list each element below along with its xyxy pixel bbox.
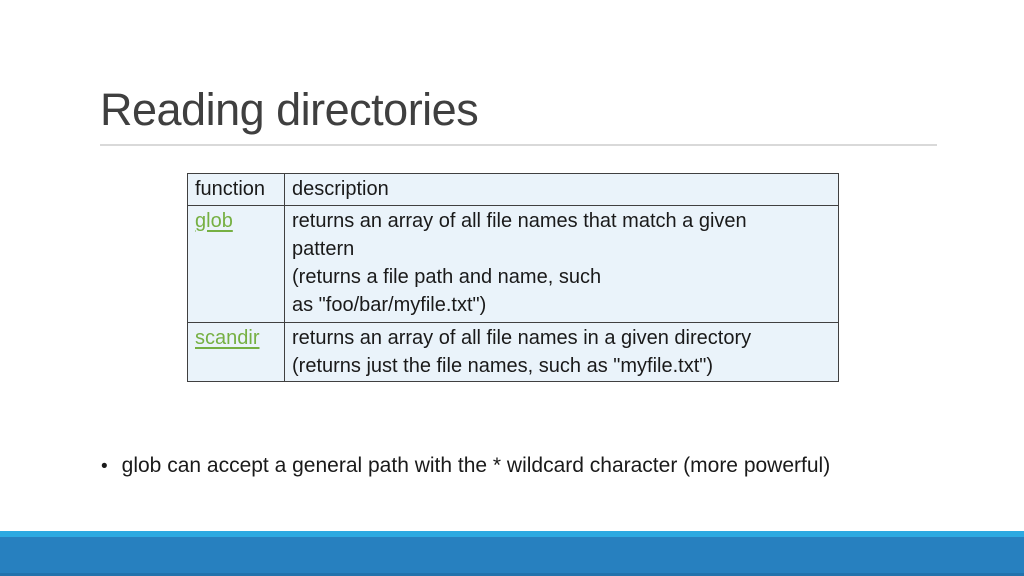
column-header-function: function — [187, 173, 285, 206]
column-header-description: description — [284, 173, 839, 206]
bullet-text: glob can accept a general path with the … — [121, 454, 831, 477]
function-table: function description glob returns an arr… — [187, 173, 839, 382]
table-header-row: function description — [187, 173, 839, 206]
bullet-item: • glob can accept a general path with th… — [101, 452, 981, 480]
description-cell-scandir: returns an array of all file names in a … — [284, 322, 839, 382]
footer-accent-strip — [0, 531, 1024, 537]
description-cell-glob: returns an array of all file names that … — [284, 205, 839, 323]
function-cell-scandir: scandir — [187, 322, 285, 382]
footer-band — [0, 537, 1024, 576]
title-separator — [100, 144, 937, 146]
page-title: Reading directories — [100, 84, 479, 135]
function-cell-glob: glob — [187, 205, 285, 323]
bullet-marker-icon: • — [101, 456, 108, 477]
table-row: scandir returns an array of all file nam… — [187, 322, 839, 382]
table-row: glob returns an array of all file names … — [187, 205, 839, 323]
glob-link[interactable]: glob — [195, 210, 233, 232]
scandir-link[interactable]: scandir — [195, 327, 260, 349]
